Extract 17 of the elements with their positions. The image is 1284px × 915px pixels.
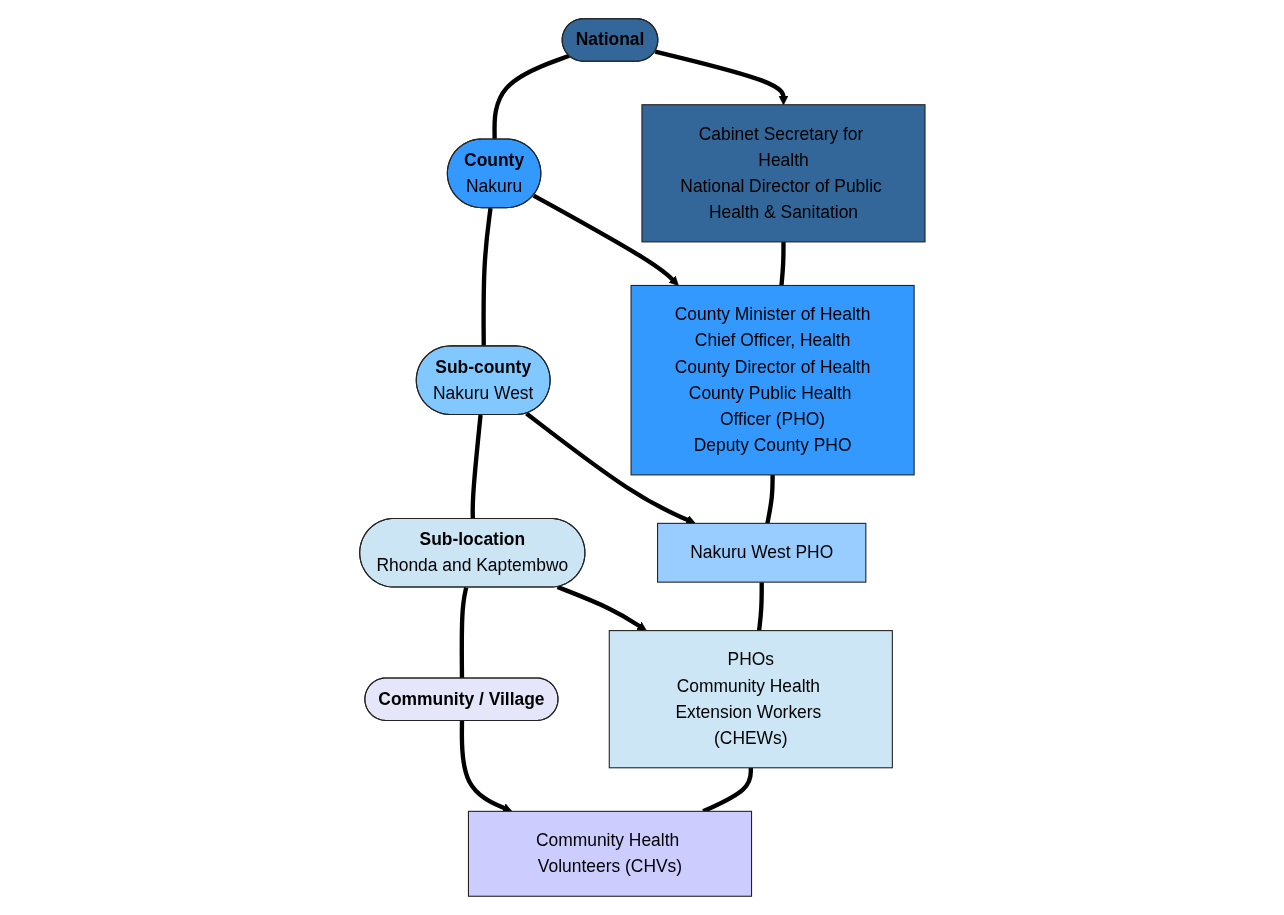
connector	[764, 474, 775, 524]
arrow	[524, 411, 696, 525]
connector	[491, 53, 570, 140]
node-box: Nakuru West PHO	[656, 522, 866, 583]
node-box: Cabinet Secretary for Health National Director of Public Health & Sanitation	[641, 104, 926, 243]
connector	[778, 241, 786, 286]
node-box: County Minister of Health Chief Officer, Health County Director of Health County Public Health Officer (PHO) Deputy County PHO	[630, 284, 915, 476]
connector	[756, 582, 764, 631]
arrow	[556, 585, 647, 632]
arrow	[654, 49, 788, 106]
connector	[481, 207, 493, 347]
node-box: PHOs Community Health Extension Workers (CHEWs)	[608, 630, 893, 769]
connector	[470, 414, 483, 520]
node-box: Community Health Volunteers (CHVs)	[467, 810, 752, 897]
connector	[459, 587, 468, 679]
arrow	[459, 720, 512, 813]
arrow	[532, 193, 679, 286]
